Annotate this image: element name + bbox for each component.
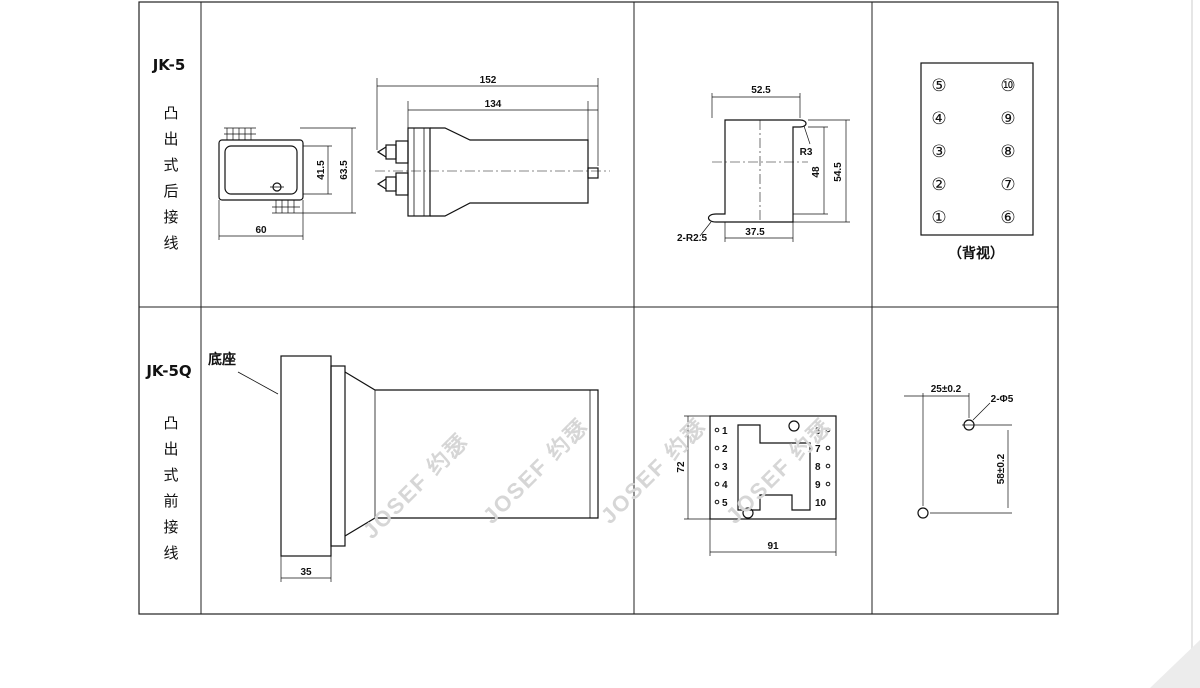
- model-label-jk5: JK-5: [152, 56, 186, 74]
- dim-cutout-width: 52.5: [751, 85, 771, 96]
- type-char: 前: [163, 492, 178, 510]
- dim-height-41-5: 41.5: [316, 160, 327, 180]
- jk5-front-view: [218, 127, 304, 214]
- terminal-layout: ⑤ ④ ③ ② ① ⑩ ⑨ ⑧ ⑦ ⑥: [931, 76, 1015, 228]
- jk5-panel-cutout: [707, 119, 808, 223]
- dim-panel-height: 72: [676, 461, 687, 473]
- dim-length-134: 134: [485, 99, 502, 110]
- dim-cutout-height-outer: 54.5: [833, 162, 844, 182]
- terminal-number: ⑦: [1000, 175, 1015, 195]
- terminal-label: 3: [722, 462, 728, 473]
- type-char: 后: [163, 182, 178, 200]
- type-char: 接: [163, 518, 178, 536]
- jk5-side-view: [375, 127, 610, 217]
- jk5q-terminal-labels: 1 2 3 4 5 6 7 8 9 10: [714, 426, 831, 509]
- type-char: 凸: [163, 104, 178, 122]
- right-terminals: 6 7 8 9 10: [815, 426, 831, 509]
- dim-slot-radius: 2-R2.5: [677, 233, 707, 244]
- page-curl: [1150, 640, 1200, 688]
- jk5-side-dims: [376, 78, 599, 166]
- terminal-number: ①: [931, 208, 946, 228]
- table-grid: [138, 1, 1059, 615]
- dim-length-152: 152: [480, 75, 497, 86]
- terminal-label: 7: [815, 444, 821, 455]
- terminal-layout-box: [920, 62, 1034, 236]
- row1-type-label: 凸 出 式 后 接 线: [163, 104, 178, 252]
- terminal-number: ⑧: [1000, 142, 1015, 162]
- terminal-number: ④: [931, 109, 946, 129]
- type-char: 出: [163, 130, 178, 148]
- terminal-number: ③: [931, 142, 946, 162]
- terminal-number: ⑥: [1000, 208, 1015, 228]
- terminal-label: 1: [722, 426, 728, 437]
- jk5-cutout-dims: [699, 93, 850, 242]
- left-terminals: 1 2 3 4 5: [714, 426, 728, 509]
- type-char: 式: [163, 156, 178, 174]
- type-char: 凸: [163, 414, 178, 432]
- jk5q-side-dims: [280, 556, 332, 582]
- dim-width-60: 60: [255, 225, 267, 236]
- type-char: 接: [163, 208, 178, 226]
- terminal-number: ⑤: [931, 76, 946, 96]
- dim-cutout-height-inner: 48: [811, 166, 822, 178]
- type-char: 式: [163, 466, 178, 484]
- type-char: 线: [163, 544, 178, 562]
- jk5q-side-view: [280, 355, 599, 557]
- dim-height-63-5: 63.5: [339, 160, 350, 180]
- watermark: JOSEF 约瑟: [596, 413, 711, 528]
- terminal-label: 10: [815, 498, 827, 509]
- terminal-label: 2: [722, 444, 728, 455]
- terminal-label: 5: [722, 498, 728, 509]
- jk5-front-dims: [218, 127, 356, 240]
- dim-hole-size: 2-Φ5: [991, 394, 1014, 405]
- dim-base-depth: 35: [300, 567, 312, 578]
- model-label-jk5q: JK-5Q: [145, 362, 191, 380]
- terminal-number: ②: [931, 175, 946, 195]
- dim-cutout-bottom: 37.5: [745, 227, 765, 238]
- terminal-number: ⑩: [1000, 76, 1015, 96]
- terminal-label: 9: [815, 480, 821, 491]
- base-label: 底座: [208, 351, 236, 368]
- watermark: JOSEF 约瑟: [478, 413, 593, 528]
- watermarks: JOSEF 约瑟 JOSEF 约瑟 JOSEF 约瑟 JOSEF 约瑟: [358, 413, 836, 543]
- base-leader-line: [237, 371, 279, 395]
- terminal-label: 4: [722, 480, 728, 491]
- type-char: 出: [163, 440, 178, 458]
- dim-panel-width: 91: [767, 541, 779, 552]
- jk5q-panel-dims: [684, 415, 837, 556]
- dim-hole-spacing-x: 25±0.2: [931, 384, 962, 395]
- rear-view-caption: （背视）: [948, 245, 1004, 262]
- terminal-label: 8: [815, 462, 821, 473]
- terminal-number: ⑨: [1000, 109, 1015, 129]
- dim-hole-spacing-y: 58±0.2: [996, 453, 1007, 484]
- row2-type-label: 凸 出 式 前 接 线: [163, 414, 178, 562]
- dim-corner-radius: R3: [800, 147, 813, 158]
- jk5q-front-panel: [709, 415, 837, 520]
- jk5q-mounting-holes: [904, 393, 1012, 519]
- type-char: 线: [163, 234, 178, 252]
- terminal-label: 6: [815, 426, 821, 437]
